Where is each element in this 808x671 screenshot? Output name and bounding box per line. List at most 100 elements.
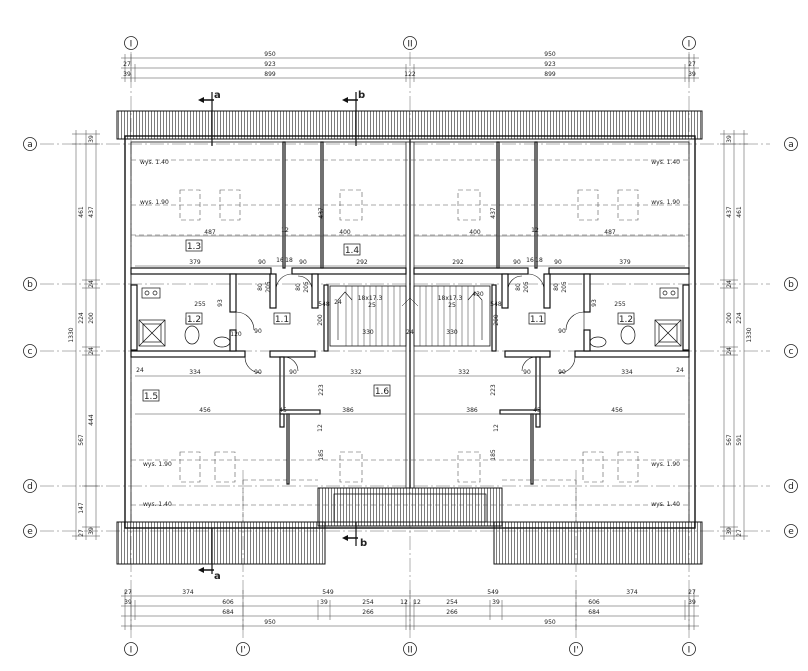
axis-label: d (27, 482, 33, 492)
skylights (179, 189, 639, 483)
height-notes: wys. 1.40 wys. 1.90 wys. 1.40 wys. 1.90 … (140, 159, 680, 508)
dim-text: 12 (281, 227, 289, 234)
dim-text: 205 (561, 281, 568, 293)
axis-markers-bottom: I I' II I' I (124, 642, 696, 656)
dim-text: 200 (726, 312, 733, 324)
dim-text: 606 (588, 599, 600, 606)
dim-text: 24 (726, 280, 733, 288)
axis-label: I (130, 646, 133, 656)
axis-markers-left: a b c d e (23, 137, 37, 538)
axis-label: e (788, 527, 794, 537)
dim-text: 120 (230, 331, 242, 338)
dim-text: 200 (317, 314, 324, 326)
dim-text: 18 (285, 257, 293, 264)
dim-text: 18x17.3 (358, 295, 383, 302)
dim-text: 24 (334, 299, 342, 306)
dim-text: 487 (204, 229, 216, 236)
dim-text: 950 (264, 619, 276, 626)
dim-text: 292 (356, 259, 368, 266)
axis-label: I (130, 40, 133, 50)
axis-label: I (688, 646, 691, 656)
dim-text: 223 (318, 384, 325, 396)
height-label: wys. 1.40 (651, 159, 680, 166)
interior-walls (130, 141, 690, 485)
dim-text: 24 (726, 347, 733, 355)
dim-text: 330 (362, 329, 374, 336)
dim-text: 223 (490, 384, 497, 396)
dim-text: 205 (265, 281, 272, 293)
dim-text: 27 (688, 589, 696, 596)
dim-text: 39 (688, 71, 696, 78)
room-number: 1.2 (619, 315, 633, 325)
dim-text: 24 (88, 347, 95, 355)
dim-text: 330 (446, 329, 458, 336)
dim-text: 374 (182, 589, 194, 596)
dim-text: 24 (676, 367, 684, 374)
section-markers: a b a b (198, 90, 367, 582)
section-label: b (360, 538, 367, 549)
dim-text: 25 (448, 302, 456, 309)
staircase (329, 285, 491, 347)
dim-text: 27 (123, 61, 131, 68)
dim-text: 567 (78, 434, 85, 446)
axis-label: I (688, 40, 691, 50)
dim-text: 591 (736, 434, 743, 446)
dim-text: 549 (322, 589, 334, 596)
dim-text: 39 (492, 599, 500, 606)
dim-text: 292 (452, 259, 464, 266)
dim-text: 12 (317, 424, 324, 432)
section-label: b (358, 90, 365, 101)
dim-text: 24 (88, 280, 95, 288)
dim-text: 334 (621, 369, 633, 376)
dim-text: 437 (726, 206, 733, 218)
dim-text: 18x17.3 (438, 295, 463, 302)
dim-text: 90 (289, 369, 297, 376)
dim-text: 254 (362, 599, 374, 606)
dim-text: 90 (254, 369, 262, 376)
dim-text: 93 (217, 299, 224, 307)
doors (235, 273, 585, 374)
room-number: 1.2 (187, 315, 201, 325)
dim-text: 224 (736, 312, 743, 324)
dim-text: 444 (88, 414, 95, 426)
dim-text: 224 (78, 312, 85, 324)
dim-text: 332 (458, 369, 470, 376)
dim-text: 456 (611, 407, 623, 414)
dim-text: 16 (276, 257, 284, 264)
dim-text: 80 (295, 283, 302, 291)
dim-text: 374 (626, 589, 638, 596)
dim-text: 205 (523, 281, 530, 293)
room-number: 1.4 (345, 246, 360, 256)
dim-text: 27 (124, 589, 132, 596)
dim-text: 386 (342, 407, 354, 414)
dim-text: 255 (194, 301, 206, 308)
dim-text: 27 (78, 529, 85, 537)
room-number: 1.3 (187, 242, 201, 252)
dim-text: 254 (446, 599, 458, 606)
dim-text: 39 (320, 599, 328, 606)
dim-text: 400 (469, 229, 481, 236)
dim-text: 899 (544, 71, 556, 78)
dim-text: 266 (362, 609, 374, 616)
dim-text: 923 (544, 61, 556, 68)
dim-text: 90 (558, 328, 566, 335)
dim-text: 606 (222, 599, 234, 606)
dim-text: 386 (466, 407, 478, 414)
axis-label: II (407, 40, 412, 50)
dim-text: 437 (490, 207, 497, 219)
dim-text: 437 (318, 207, 325, 219)
dim-text: 39 (688, 599, 696, 606)
dim-text: 16 (526, 257, 534, 264)
dim-text: 39 (88, 135, 95, 143)
dim-text: 39 (88, 527, 95, 535)
dim-text: 185 (490, 449, 497, 461)
dim-text: 430 (472, 291, 484, 298)
dim-text: 90 (554, 259, 562, 266)
dim-text: 923 (264, 61, 276, 68)
dim-text: 549 (487, 589, 499, 596)
dim-text: 332 (350, 369, 362, 376)
dim-text: 80 (257, 283, 264, 291)
axis-label: c (28, 347, 33, 357)
dim-text: 90 (513, 259, 521, 266)
dim-text: 90 (258, 259, 266, 266)
